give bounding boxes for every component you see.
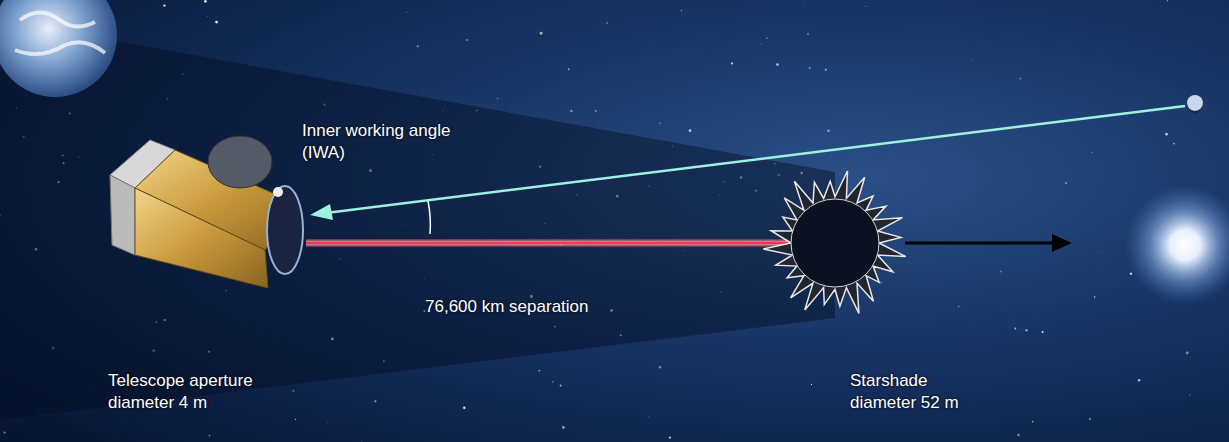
star <box>595 110 597 112</box>
star <box>562 426 565 429</box>
separation-label: 76,600 km separation <box>425 296 655 318</box>
exoplanet-shade <box>1187 103 1203 114</box>
exoplanet <box>1187 95 1203 111</box>
ray-arrowhead <box>310 204 333 220</box>
starlight-beam <box>306 239 834 247</box>
star <box>361 440 363 442</box>
star <box>776 63 779 66</box>
starshade-petals <box>763 171 906 313</box>
star <box>1042 331 1044 333</box>
star <box>761 44 762 45</box>
star <box>659 366 662 369</box>
star <box>807 33 809 35</box>
star <box>292 390 294 392</box>
star <box>865 6 866 7</box>
star <box>1089 418 1091 420</box>
star <box>669 437 671 439</box>
motion-arrow <box>905 242 1058 245</box>
star <box>463 406 465 408</box>
star <box>825 69 827 71</box>
telescope-side <box>110 175 135 255</box>
angle-arc <box>428 201 430 234</box>
star <box>809 67 811 69</box>
star <box>568 68 570 70</box>
star <box>295 419 296 420</box>
star <box>163 4 165 6</box>
earth-clouds <box>15 13 105 55</box>
star <box>1000 271 1002 273</box>
telescope-foil <box>135 188 268 288</box>
star <box>1186 352 1189 355</box>
solar-panel-disk <box>208 136 272 188</box>
star <box>466 39 468 41</box>
star-field <box>0 0 1190 442</box>
star <box>649 416 650 417</box>
star <box>803 2 805 4</box>
shadow-cone <box>0 20 835 420</box>
star <box>1032 421 1034 423</box>
angle-label: Inner working angle (IWA) <box>302 120 477 164</box>
star <box>880 282 881 283</box>
starshade <box>763 171 906 313</box>
star <box>1094 296 1096 298</box>
star <box>1014 328 1016 330</box>
star <box>374 400 376 402</box>
star <box>985 181 987 183</box>
star <box>560 385 562 387</box>
star <box>731 62 733 64</box>
star <box>1138 379 1140 381</box>
star <box>681 10 683 12</box>
star <box>417 45 419 47</box>
antenna <box>273 187 283 197</box>
telescope <box>110 136 303 288</box>
star <box>204 0 207 3</box>
star <box>1025 329 1027 331</box>
star <box>405 11 407 13</box>
star <box>1165 133 1168 136</box>
star <box>689 129 692 132</box>
star <box>1020 78 1022 80</box>
host-star <box>1125 185 1229 305</box>
star <box>1091 152 1092 153</box>
star <box>1098 250 1100 252</box>
starshade-label: Starshade diameter 52 m <box>850 370 980 414</box>
earth <box>0 0 117 97</box>
star <box>1017 434 1019 436</box>
star <box>552 381 554 383</box>
star <box>1189 394 1190 395</box>
motion-arrowhead <box>1052 234 1072 252</box>
star <box>209 435 211 437</box>
star <box>766 37 768 39</box>
star <box>958 306 959 307</box>
star <box>971 60 972 61</box>
star <box>606 22 607 23</box>
telescope-label: Telescope aperture diameter 4 m <box>108 370 298 414</box>
star <box>538 370 540 372</box>
telescope-aperture <box>267 186 303 274</box>
star <box>827 130 830 133</box>
star <box>1065 182 1067 184</box>
starshade-core <box>791 199 879 287</box>
star <box>497 98 499 100</box>
star <box>540 32 543 35</box>
star <box>1173 143 1175 145</box>
star <box>811 384 812 385</box>
star <box>327 422 329 424</box>
star <box>570 110 573 113</box>
star <box>659 123 661 125</box>
starlight-axis <box>306 242 834 244</box>
star <box>206 16 208 18</box>
planet-light-ray <box>326 106 1185 213</box>
star <box>1167 0 1169 2</box>
star <box>215 21 218 24</box>
star <box>4 431 6 433</box>
